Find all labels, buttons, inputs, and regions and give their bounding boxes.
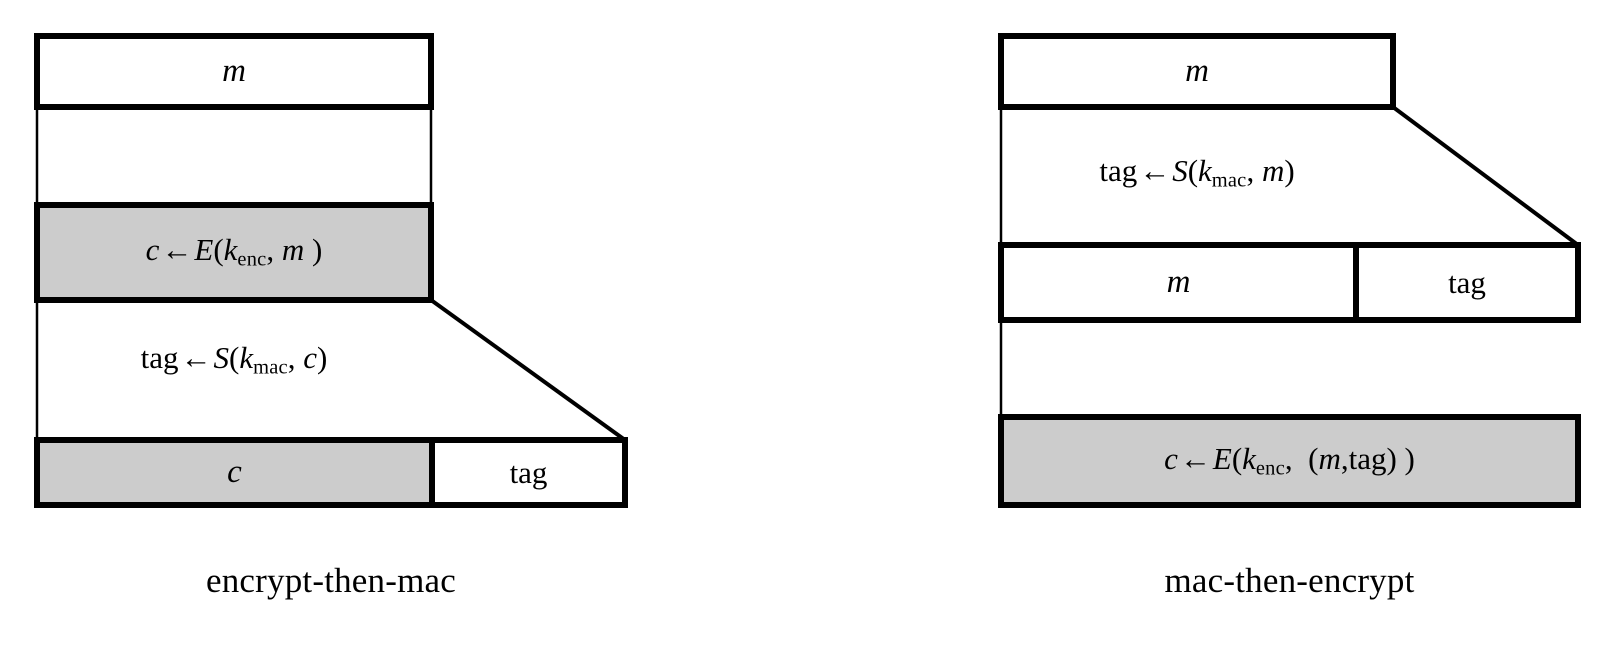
left-diagonal-connector (429, 298, 627, 442)
panel-mac-then-encrypt (998, 33, 1581, 508)
right-intermediate-tag-cell (1353, 242, 1581, 323)
right-diagonal-connector (1391, 105, 1580, 247)
left-row-plaintext-box (34, 33, 434, 110)
left-output-ciphertext-cell (34, 437, 435, 508)
left-row-encrypt-box (34, 202, 434, 303)
panel-encrypt-then-mac (34, 33, 628, 508)
right-row-plaintext-box (998, 33, 1396, 110)
right-row-encrypt-box (998, 414, 1581, 508)
right-intermediate-message-cell (998, 242, 1359, 323)
left-output-tag-cell (429, 437, 628, 508)
